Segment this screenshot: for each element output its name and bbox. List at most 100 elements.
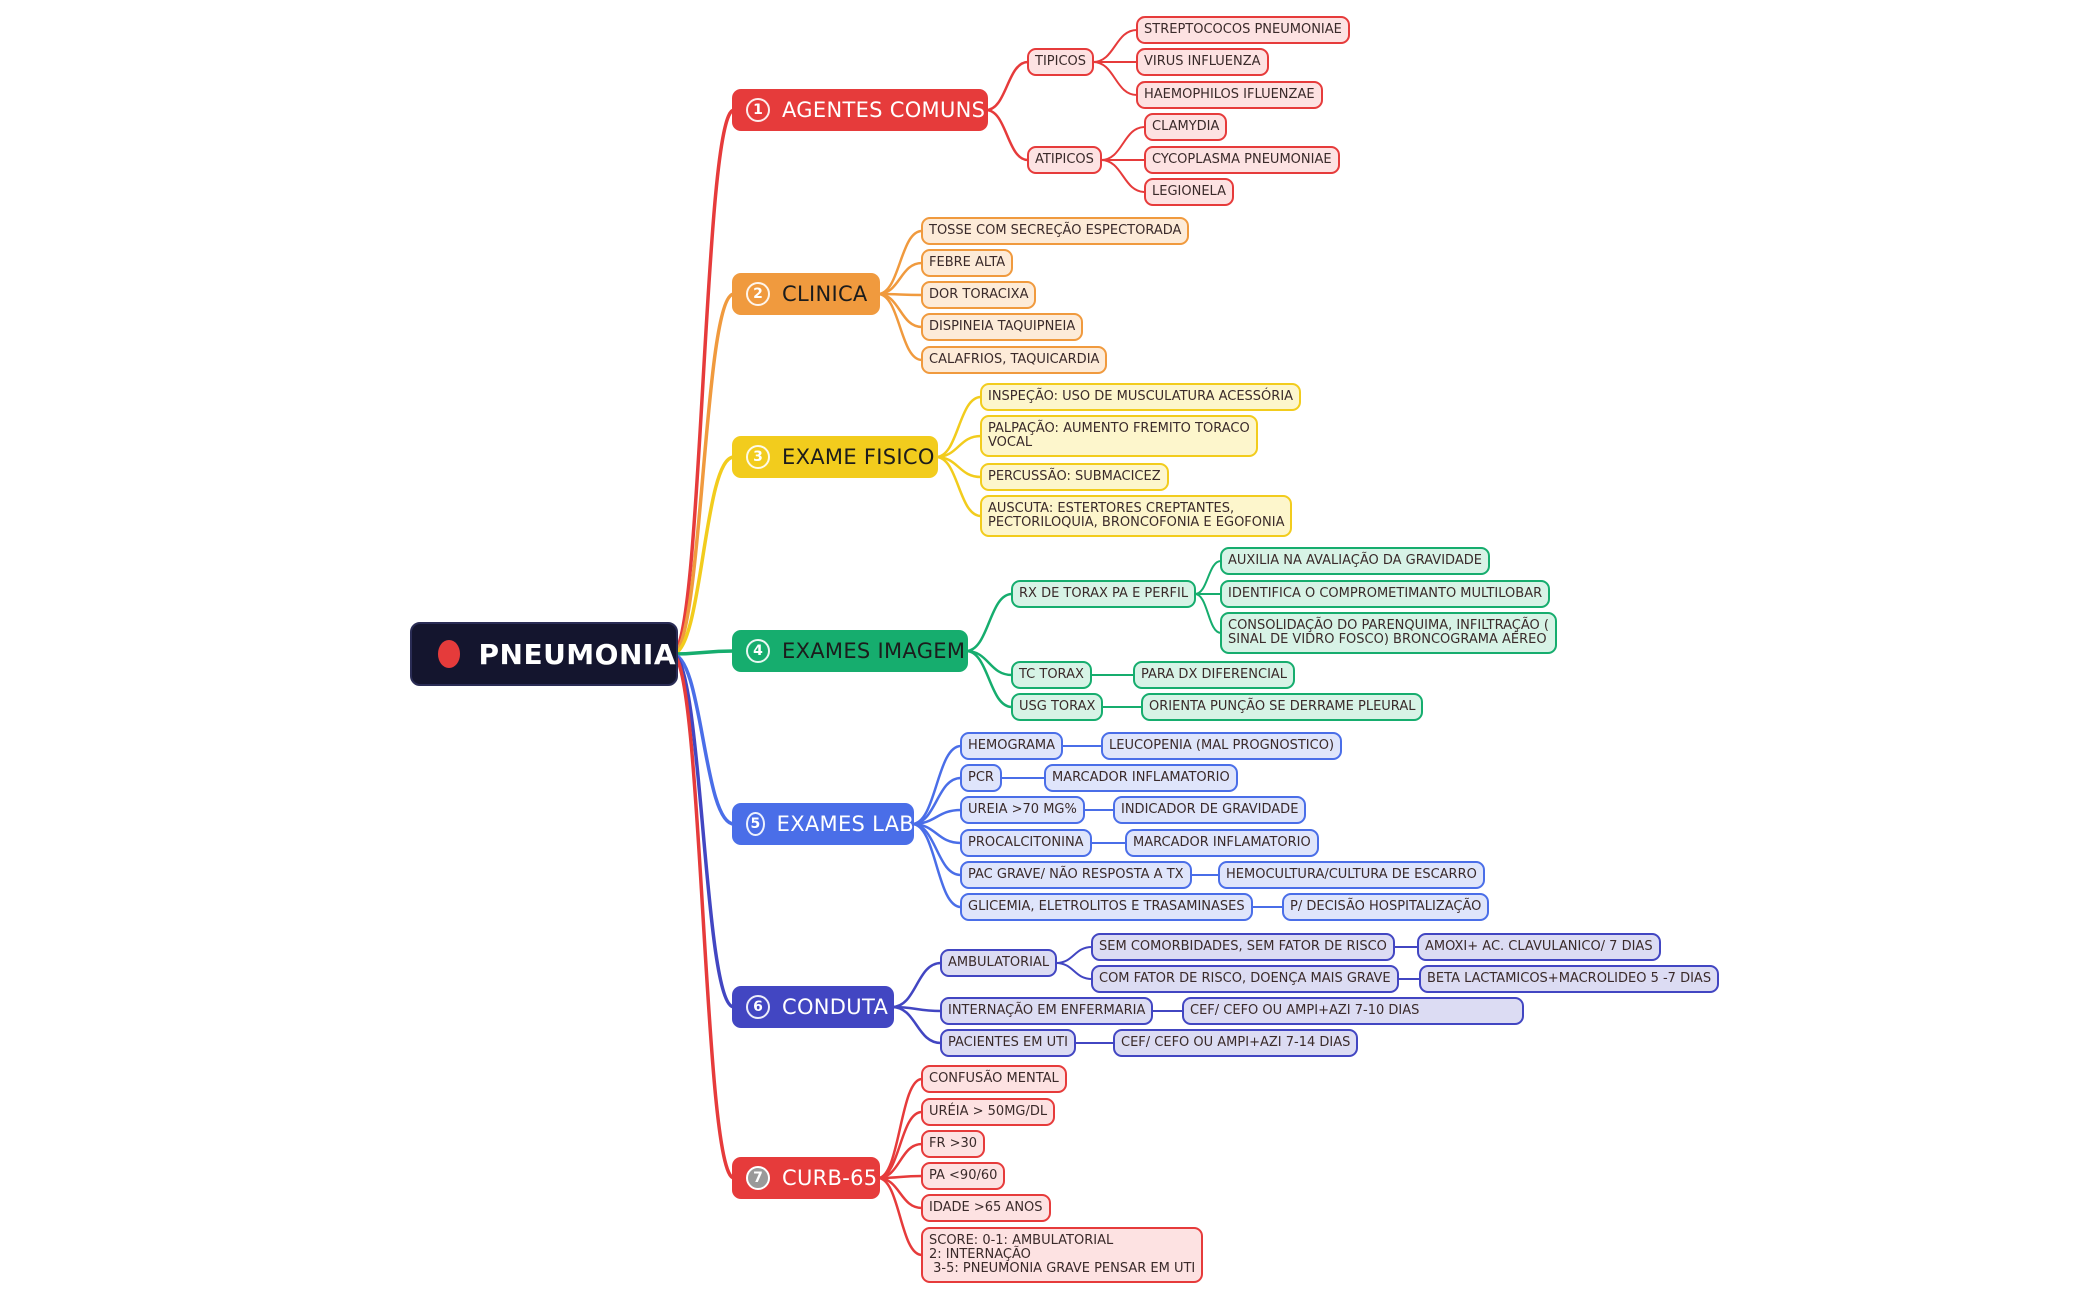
node-rx-torax[interactable]: RX DE TORAX PA E PERFIL [1011, 580, 1197, 608]
branch-exame-fisico[interactable]: 3 EXAME FISICO [732, 436, 938, 478]
connector-line [890, 961, 943, 1009]
connector-line [670, 455, 736, 656]
node-procalcitonina[interactable]: PROCALCITONINA [960, 829, 1092, 857]
node-legionela[interactable]: LEGIONELA [1144, 178, 1234, 206]
node-calafrios[interactable]: CALAFRIOS, TAQUICARDIA [921, 346, 1108, 374]
connector-line [1092, 61, 1138, 96]
branch-label: EXAMES LAB [776, 812, 914, 836]
node-decisao[interactable]: P/ DECISÃO HOSPITALIZAÇÃO [1282, 893, 1490, 921]
connector-line [670, 652, 736, 826]
connector-line [934, 455, 983, 518]
connector-line [670, 652, 736, 1180]
connector-line [670, 652, 736, 1009]
node-internacao[interactable]: INTERNAÇÃO EM ENFERMARIA [940, 997, 1154, 1025]
connector-line [876, 292, 924, 329]
node-cef-1[interactable]: CEF/ CEFO OU AMPI+AZI 7-10 DIAS [1182, 997, 1524, 1025]
connector-line [670, 108, 736, 656]
branch-label: AGENTES COMUNS [782, 98, 986, 122]
node-tc-torax[interactable]: TC TORAX [1011, 661, 1092, 689]
node-dispineia[interactable]: DISPINEIA TAQUIPNEIA [921, 313, 1084, 341]
node-score[interactable]: SCORE: 0-1: AMBULATORIAL 2: INTERNAÇÃO 3… [921, 1227, 1203, 1283]
branch-number-badge: 5 [746, 812, 765, 836]
branch-conduta[interactable]: 6 CONDUTA [732, 986, 894, 1028]
connector-line [670, 292, 736, 656]
node-percussao[interactable]: PERCUSSÃO: SUBMACICEZ [980, 463, 1169, 491]
node-inspecao[interactable]: INSPEÇÃO: USO DE MUSCULATURA ACESSÓRIA [980, 383, 1302, 411]
connector-line [984, 60, 1030, 112]
node-haemophilos[interactable]: HAEMOPHILOS IFLUENZAE [1136, 81, 1323, 109]
node-pacientes-uti[interactable]: PACIENTES EM UTI [940, 1029, 1076, 1057]
branch-label: CURB-65 [782, 1166, 878, 1190]
branch-curb-65[interactable]: 7 CURB-65 [732, 1157, 880, 1199]
node-consolidacao[interactable]: CONSOLIDAÇÃO DO PARENQUIMA, INFILTRAÇÃO … [1220, 612, 1557, 654]
node-streptococos[interactable]: STREPTOCOCOS PNEUMONIAE [1136, 16, 1350, 44]
branch-label: EXAME FISICO [782, 445, 935, 469]
branch-number-badge: 1 [746, 98, 770, 122]
connector-line [910, 822, 963, 909]
node-pac-grave[interactable]: PAC GRAVE/ NÃO RESPOSTA A TX [960, 861, 1192, 889]
connector-line [1055, 946, 1093, 964]
node-ambulatorial[interactable]: AMBULATORIAL [940, 949, 1058, 977]
branch-agentes-comuns[interactable]: 1 AGENTES COMUNS [732, 89, 988, 131]
branch-number-badge: 6 [746, 995, 770, 1019]
connector-line [964, 649, 1014, 709]
branch-label: EXAMES IMAGEM [782, 639, 966, 663]
node-com-fator[interactable]: COM FATOR DE RISCO, DOENÇA MAIS GRAVE [1091, 965, 1399, 993]
node-cycoplasma[interactable]: CYCOPLASMA PNEUMONIAE [1144, 146, 1340, 174]
node-orienta[interactable]: ORIENTA PUNÇÃO SE DERRAME PLEURAL [1141, 693, 1424, 721]
node-auscuta[interactable]: AUSCUTA: ESTERTORES CREPTANTES, PECTORIL… [980, 495, 1293, 537]
node-pa[interactable]: PA <90/60 [921, 1162, 1006, 1190]
node-confusao[interactable]: CONFUSÃO MENTAL [921, 1065, 1067, 1093]
node-hemograma[interactable]: HEMOGRAMA [960, 732, 1064, 760]
node-febre[interactable]: FEBRE ALTA [921, 249, 1014, 277]
root-label: PNEUMONIA [478, 637, 676, 671]
branch-number-badge: 2 [746, 282, 770, 306]
node-virus-influenza[interactable]: VIRUS INFLUENZA [1136, 48, 1269, 76]
branch-exames-lab[interactable]: 5 EXAMES LAB [732, 803, 914, 845]
node-auxilia[interactable]: AUXILIA NA AVALIAÇÃO DA GRAVIDADE [1220, 547, 1490, 575]
node-sem-comorbidades[interactable]: SEM COMORBIDADES, SEM FATOR DE RISCO [1091, 933, 1395, 961]
connector-line [1092, 29, 1138, 63]
node-idade[interactable]: IDADE >65 ANOS [921, 1194, 1051, 1222]
node-fr[interactable]: FR >30 [921, 1130, 986, 1158]
node-para-dx[interactable]: PARA DX DIFERENCIAL [1133, 661, 1296, 689]
branch-label: CONDUTA [782, 995, 889, 1019]
branch-exames-imagem[interactable]: 4 EXAMES IMAGEM [732, 630, 968, 672]
node-indicador[interactable]: INDICADOR DE GRAVIDADE [1113, 796, 1307, 824]
connector-line [876, 261, 924, 296]
node-tipicos[interactable]: TIPICOS [1027, 48, 1095, 76]
branch-label: CLINICA [782, 282, 868, 306]
branch-clinica[interactable]: 2 CLINICA [732, 273, 880, 315]
node-cef-2[interactable]: CEF/ CEFO OU AMPI+AZI 7-14 DIAS [1113, 1029, 1359, 1057]
node-ureia[interactable]: UREIA >70 MG% [960, 796, 1085, 824]
root-node[interactable]: PNEUMONIA [410, 622, 678, 686]
node-palpacao[interactable]: PALPAÇÃO: AUMENTO FREMITO TORACO VOCAL [980, 415, 1258, 457]
node-tosse[interactable]: TOSSE COM SECREÇÃO ESPECTORADA [921, 217, 1190, 245]
connector-line [910, 744, 963, 826]
node-pcr[interactable]: PCR [960, 764, 1002, 792]
connector-line [964, 592, 1014, 653]
branch-number-badge: 7 [746, 1166, 770, 1190]
node-beta-lactamicos[interactable]: BETA LACTAMICOS+MACROLIDEO 5 -7 DIAS [1419, 965, 1720, 993]
node-atipicos[interactable]: ATIPICOS [1027, 146, 1102, 174]
node-ureia-50[interactable]: URÉIA > 50MG/DL [921, 1098, 1056, 1126]
node-leucopenia[interactable]: LEUCOPENIA (MAL PROGNOSTICO) [1101, 732, 1343, 760]
node-identifica[interactable]: IDENTIFICA O COMPROMETIMANTO MULTILOBAR [1220, 580, 1551, 608]
connector-line [1100, 126, 1146, 161]
connector-line [876, 1176, 924, 1257]
node-marcador-2[interactable]: MARCADOR INFLAMATORIO [1125, 829, 1319, 857]
node-dor[interactable]: DOR TORACIXA [921, 281, 1037, 309]
node-hemocultura[interactable]: HEMOCULTURA/CULTURA DE ESCARRO [1218, 861, 1485, 889]
node-marcador-1[interactable]: MARCADOR INFLAMATORIO [1044, 764, 1238, 792]
node-amoxi[interactable]: AMOXI+ AC. CLAVULANICO/ 7 DIAS [1417, 933, 1661, 961]
node-glicemia[interactable]: GLICEMIA, ELETROLITOS E TRASAMINASES [960, 893, 1253, 921]
node-usg-torax[interactable]: USG TORAX [1011, 693, 1104, 721]
connector-line [964, 649, 1014, 677]
connector-line [1194, 560, 1222, 595]
node-clamydia[interactable]: CLAMYDIA [1144, 113, 1228, 141]
connector-line [934, 395, 983, 459]
connector-line [1055, 962, 1093, 980]
connector-line [984, 108, 1030, 162]
